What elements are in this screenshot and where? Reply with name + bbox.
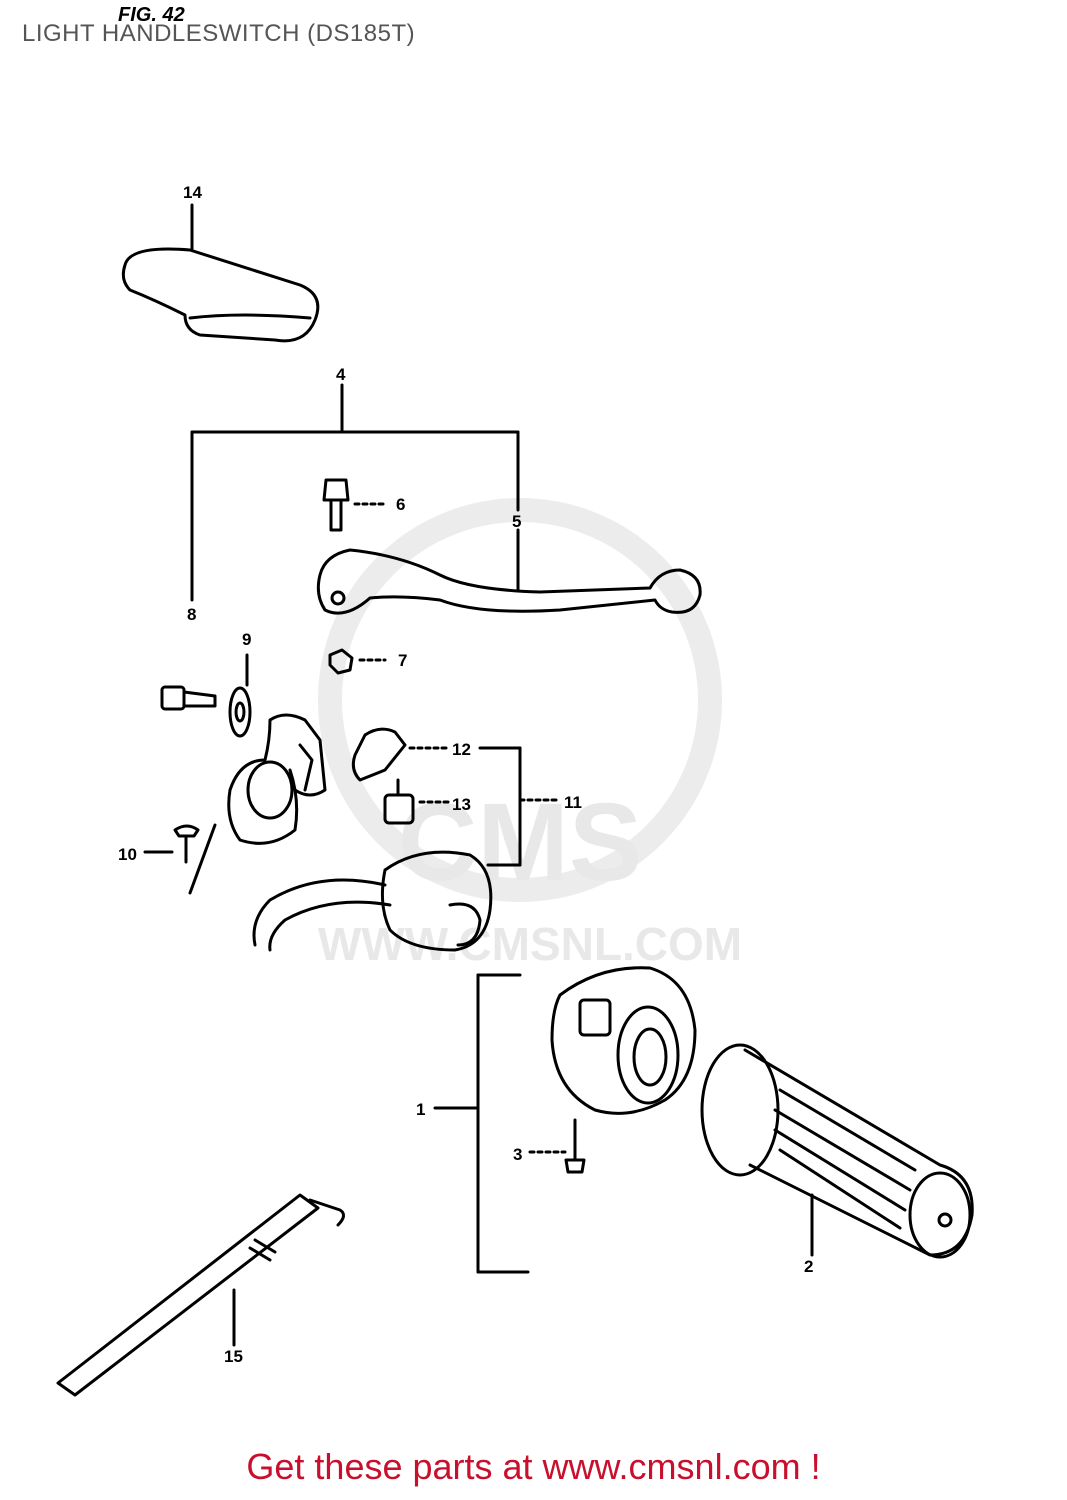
part-6-pivot-bolt [322, 478, 387, 532]
watermark-url: WWW.CMSNL.COM [318, 918, 742, 970]
callout-3: 3 [513, 1145, 522, 1164]
callout-12: 12 [452, 740, 471, 759]
figure-label: FIG. 42 [118, 4, 185, 26]
bracket-1 [433, 973, 530, 1274]
part-10-screw [143, 823, 217, 895]
callout-13: 13 [452, 795, 471, 814]
part-3-screw [528, 1118, 586, 1174]
part-15-cable [56, 1193, 345, 1397]
callout-4: 4 [336, 365, 346, 384]
part-8-bolt [160, 685, 217, 711]
switch-housing [252, 850, 493, 952]
lever-holder [227, 713, 327, 845]
callout-1: 1 [416, 1100, 425, 1119]
footer-link[interactable]: Get these parts at www.cmsnl.com ! [246, 1446, 821, 1487]
part-2-grip [700, 1043, 974, 1259]
part-12-switch-piece [351, 727, 452, 782]
part-9-washer [228, 653, 252, 738]
callout-11: 11 [564, 793, 582, 812]
callout-9: 9 [242, 630, 251, 649]
callout-7: 7 [398, 651, 407, 670]
part-13-switch-piece [383, 778, 452, 825]
part-7-nut [328, 648, 387, 675]
bracket-11 [478, 746, 560, 867]
callout-6: 6 [396, 495, 405, 514]
callout-8: 8 [187, 605, 196, 624]
callout-2: 2 [804, 1257, 813, 1276]
bracket-4 [190, 383, 520, 602]
page-title: LIGHT HANDLESWITCH (DS185T) [22, 20, 416, 47]
callout-15: 15 [224, 1347, 243, 1366]
callout-5: 5 [512, 512, 521, 531]
part-1-switch-housing [550, 966, 697, 1115]
part-5-lever [316, 548, 702, 615]
callout-10: 10 [118, 845, 137, 864]
part-14-lever-cover [121, 203, 320, 343]
callout-14: 14 [183, 183, 202, 202]
